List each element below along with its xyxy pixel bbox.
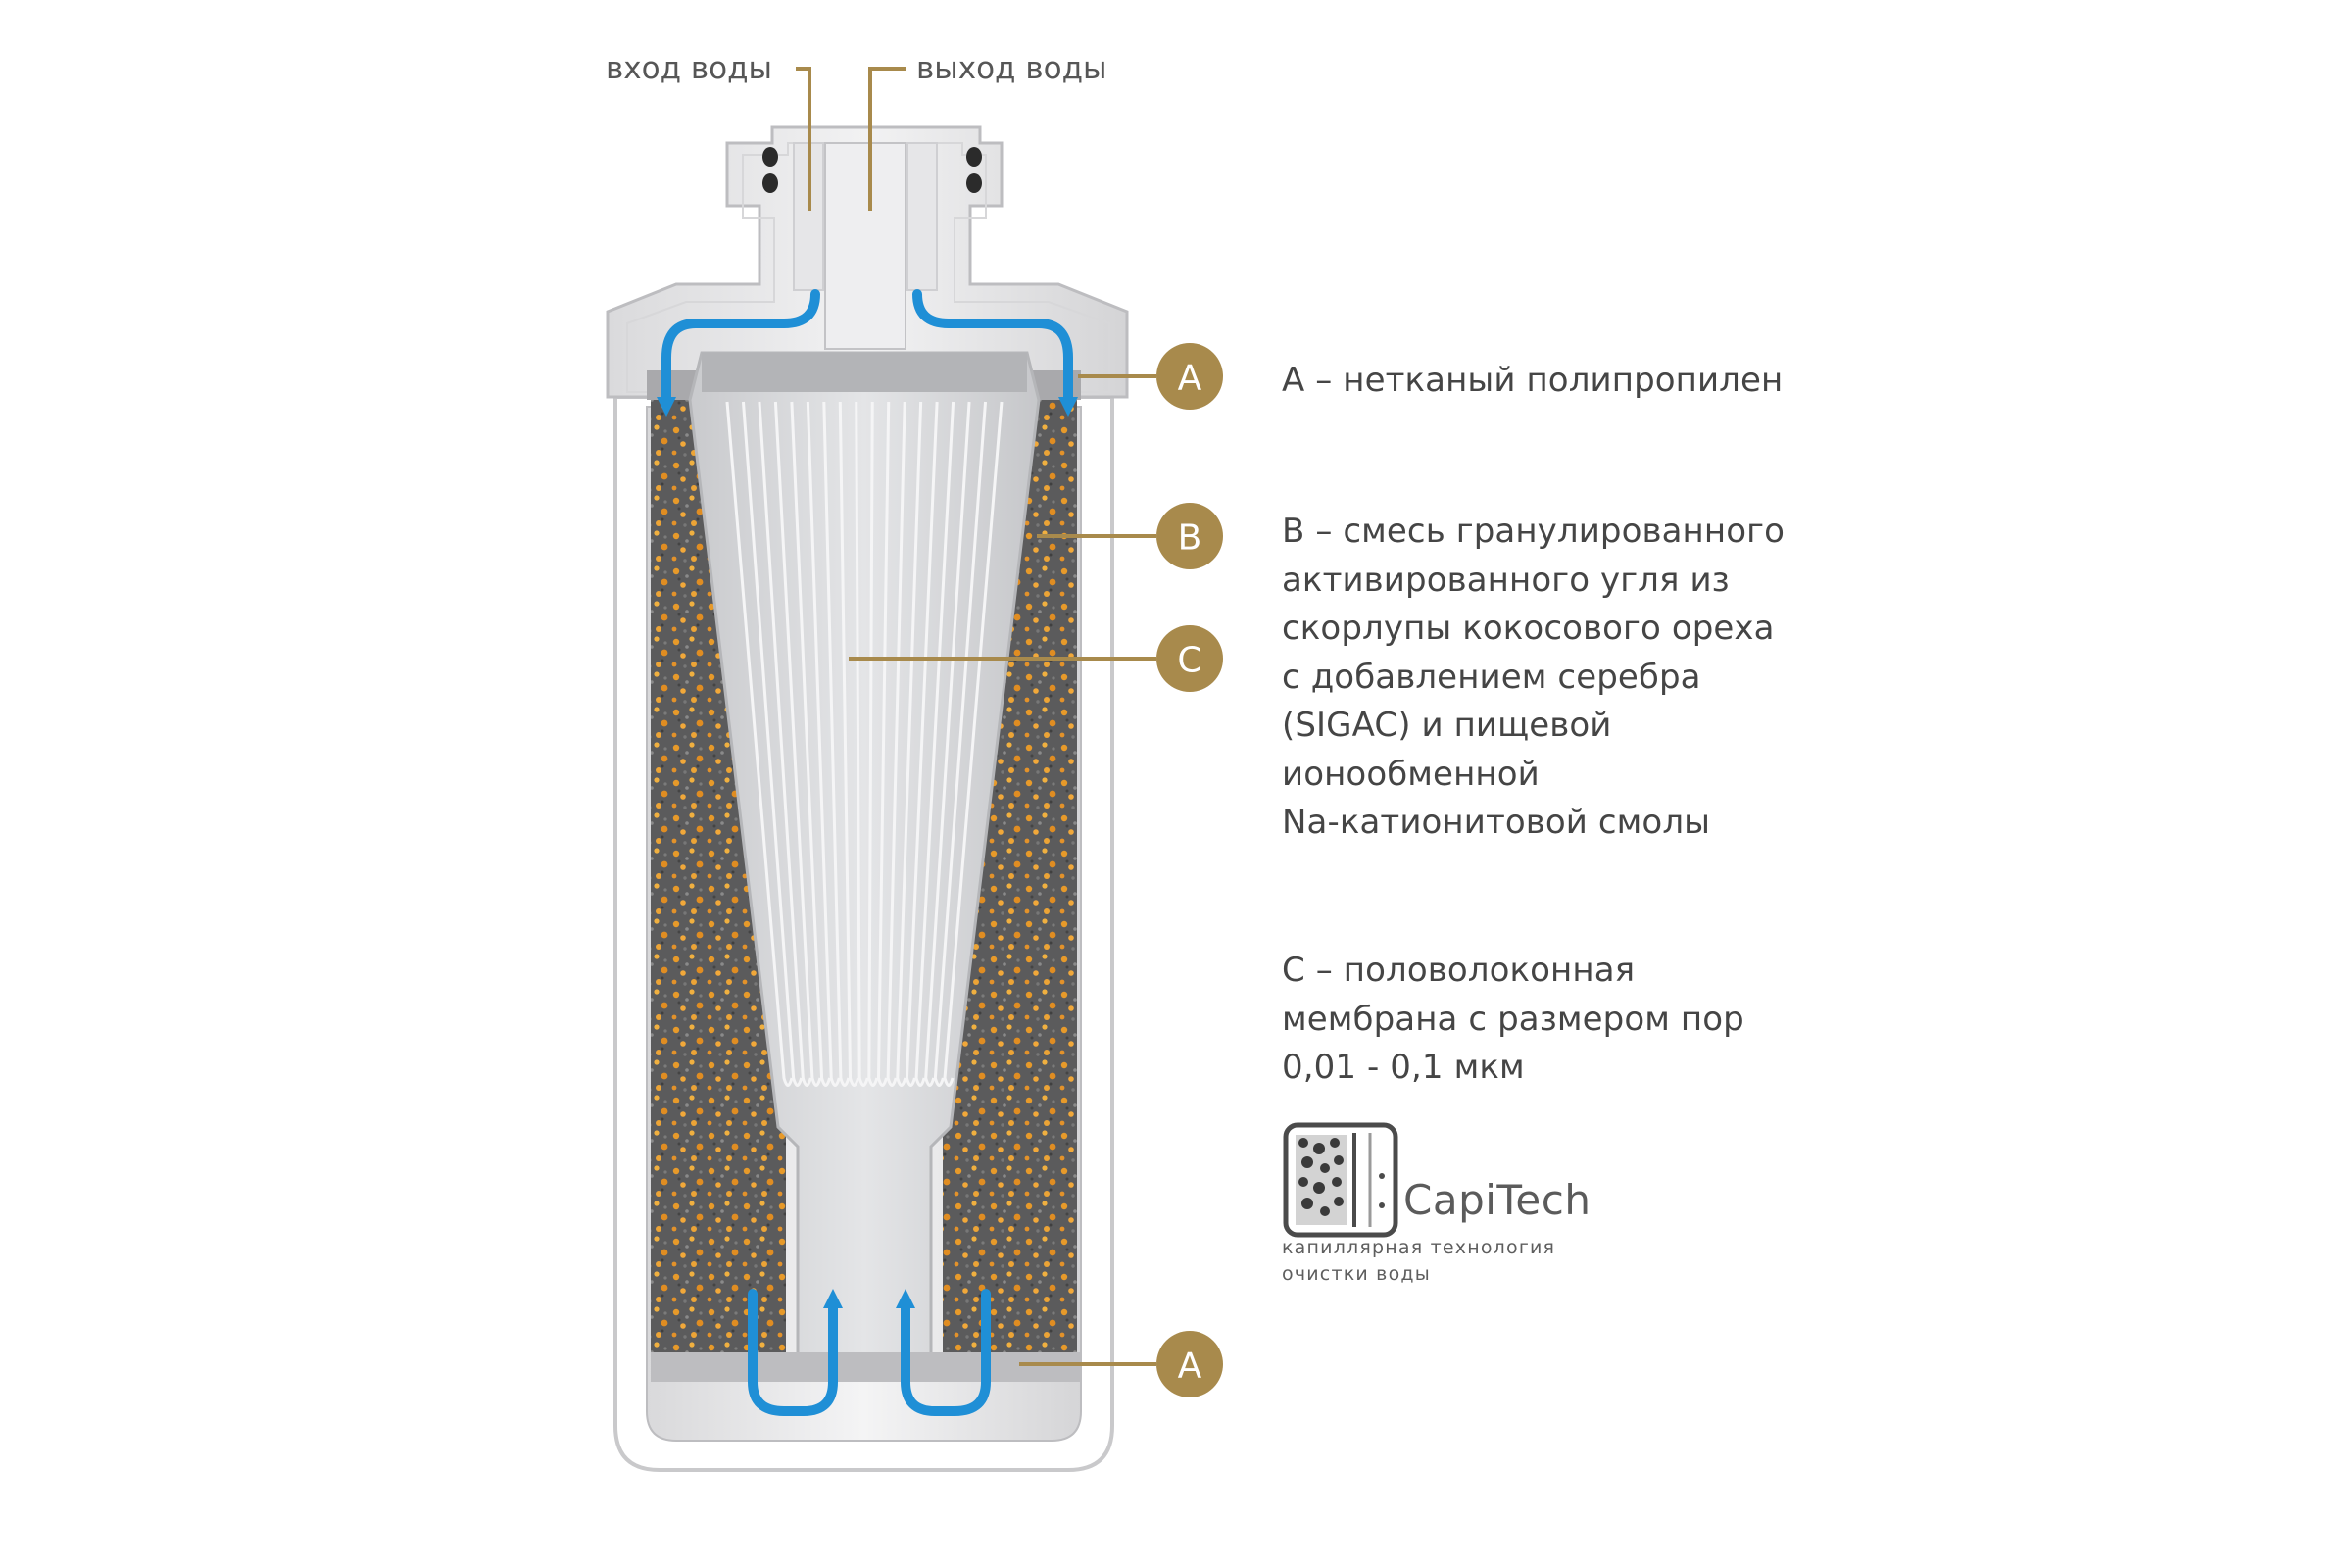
description-b-line: с добавлением серебра xyxy=(1282,654,1785,703)
capitech-logo-icon xyxy=(1286,1125,1396,1235)
description-c-line: мембрана с размером пор xyxy=(1282,996,1744,1045)
callout-b: B xyxy=(1156,503,1223,569)
description-b-line: B – смесь гранулированного xyxy=(1282,508,1785,557)
callout-a2: A xyxy=(1156,1331,1223,1397)
description-b-line: скорлупы кокосового ореха xyxy=(1282,605,1785,654)
callout-c: C xyxy=(1156,625,1223,692)
capitech-logo-name: CapiTech xyxy=(1403,1176,1591,1224)
capitech-logo-subtitle-2: очистки воды xyxy=(1282,1263,1431,1285)
description-c-line: 0,01 - 0,1 мкм xyxy=(1282,1044,1744,1093)
description-b-line: активированного угля из xyxy=(1282,557,1785,606)
callout-letter-c: C xyxy=(1177,641,1201,681)
callout-letter-a: A xyxy=(1178,359,1202,399)
description-b-line: Na-катионитовой смолы xyxy=(1282,799,1785,848)
description-a: A – нетканый полипропилен xyxy=(1282,357,1783,406)
description-b: B – смесь гранулированного активированно… xyxy=(1282,508,1785,848)
callout-a: A xyxy=(1156,343,1223,410)
water-in-label: вход воды xyxy=(606,51,772,86)
description-b-line: (SIGAC) и пищевой xyxy=(1282,702,1785,751)
capitech-logo-subtitle-1: капиллярная технология xyxy=(1282,1237,1555,1258)
description-c-line: C – половолоконная xyxy=(1282,947,1744,996)
description-c: C – половолоконная мембрана с размером п… xyxy=(1282,947,1744,1093)
water-out-label: выход воды xyxy=(916,51,1107,86)
callout-letter-b: B xyxy=(1178,518,1202,559)
description-b-line: ионообменной xyxy=(1282,751,1785,800)
description-a-line: A – нетканый полипропилен xyxy=(1282,357,1783,406)
callout-letter-a2: A xyxy=(1178,1347,1202,1387)
polypropylene-bottom-layer xyxy=(651,1352,1081,1382)
